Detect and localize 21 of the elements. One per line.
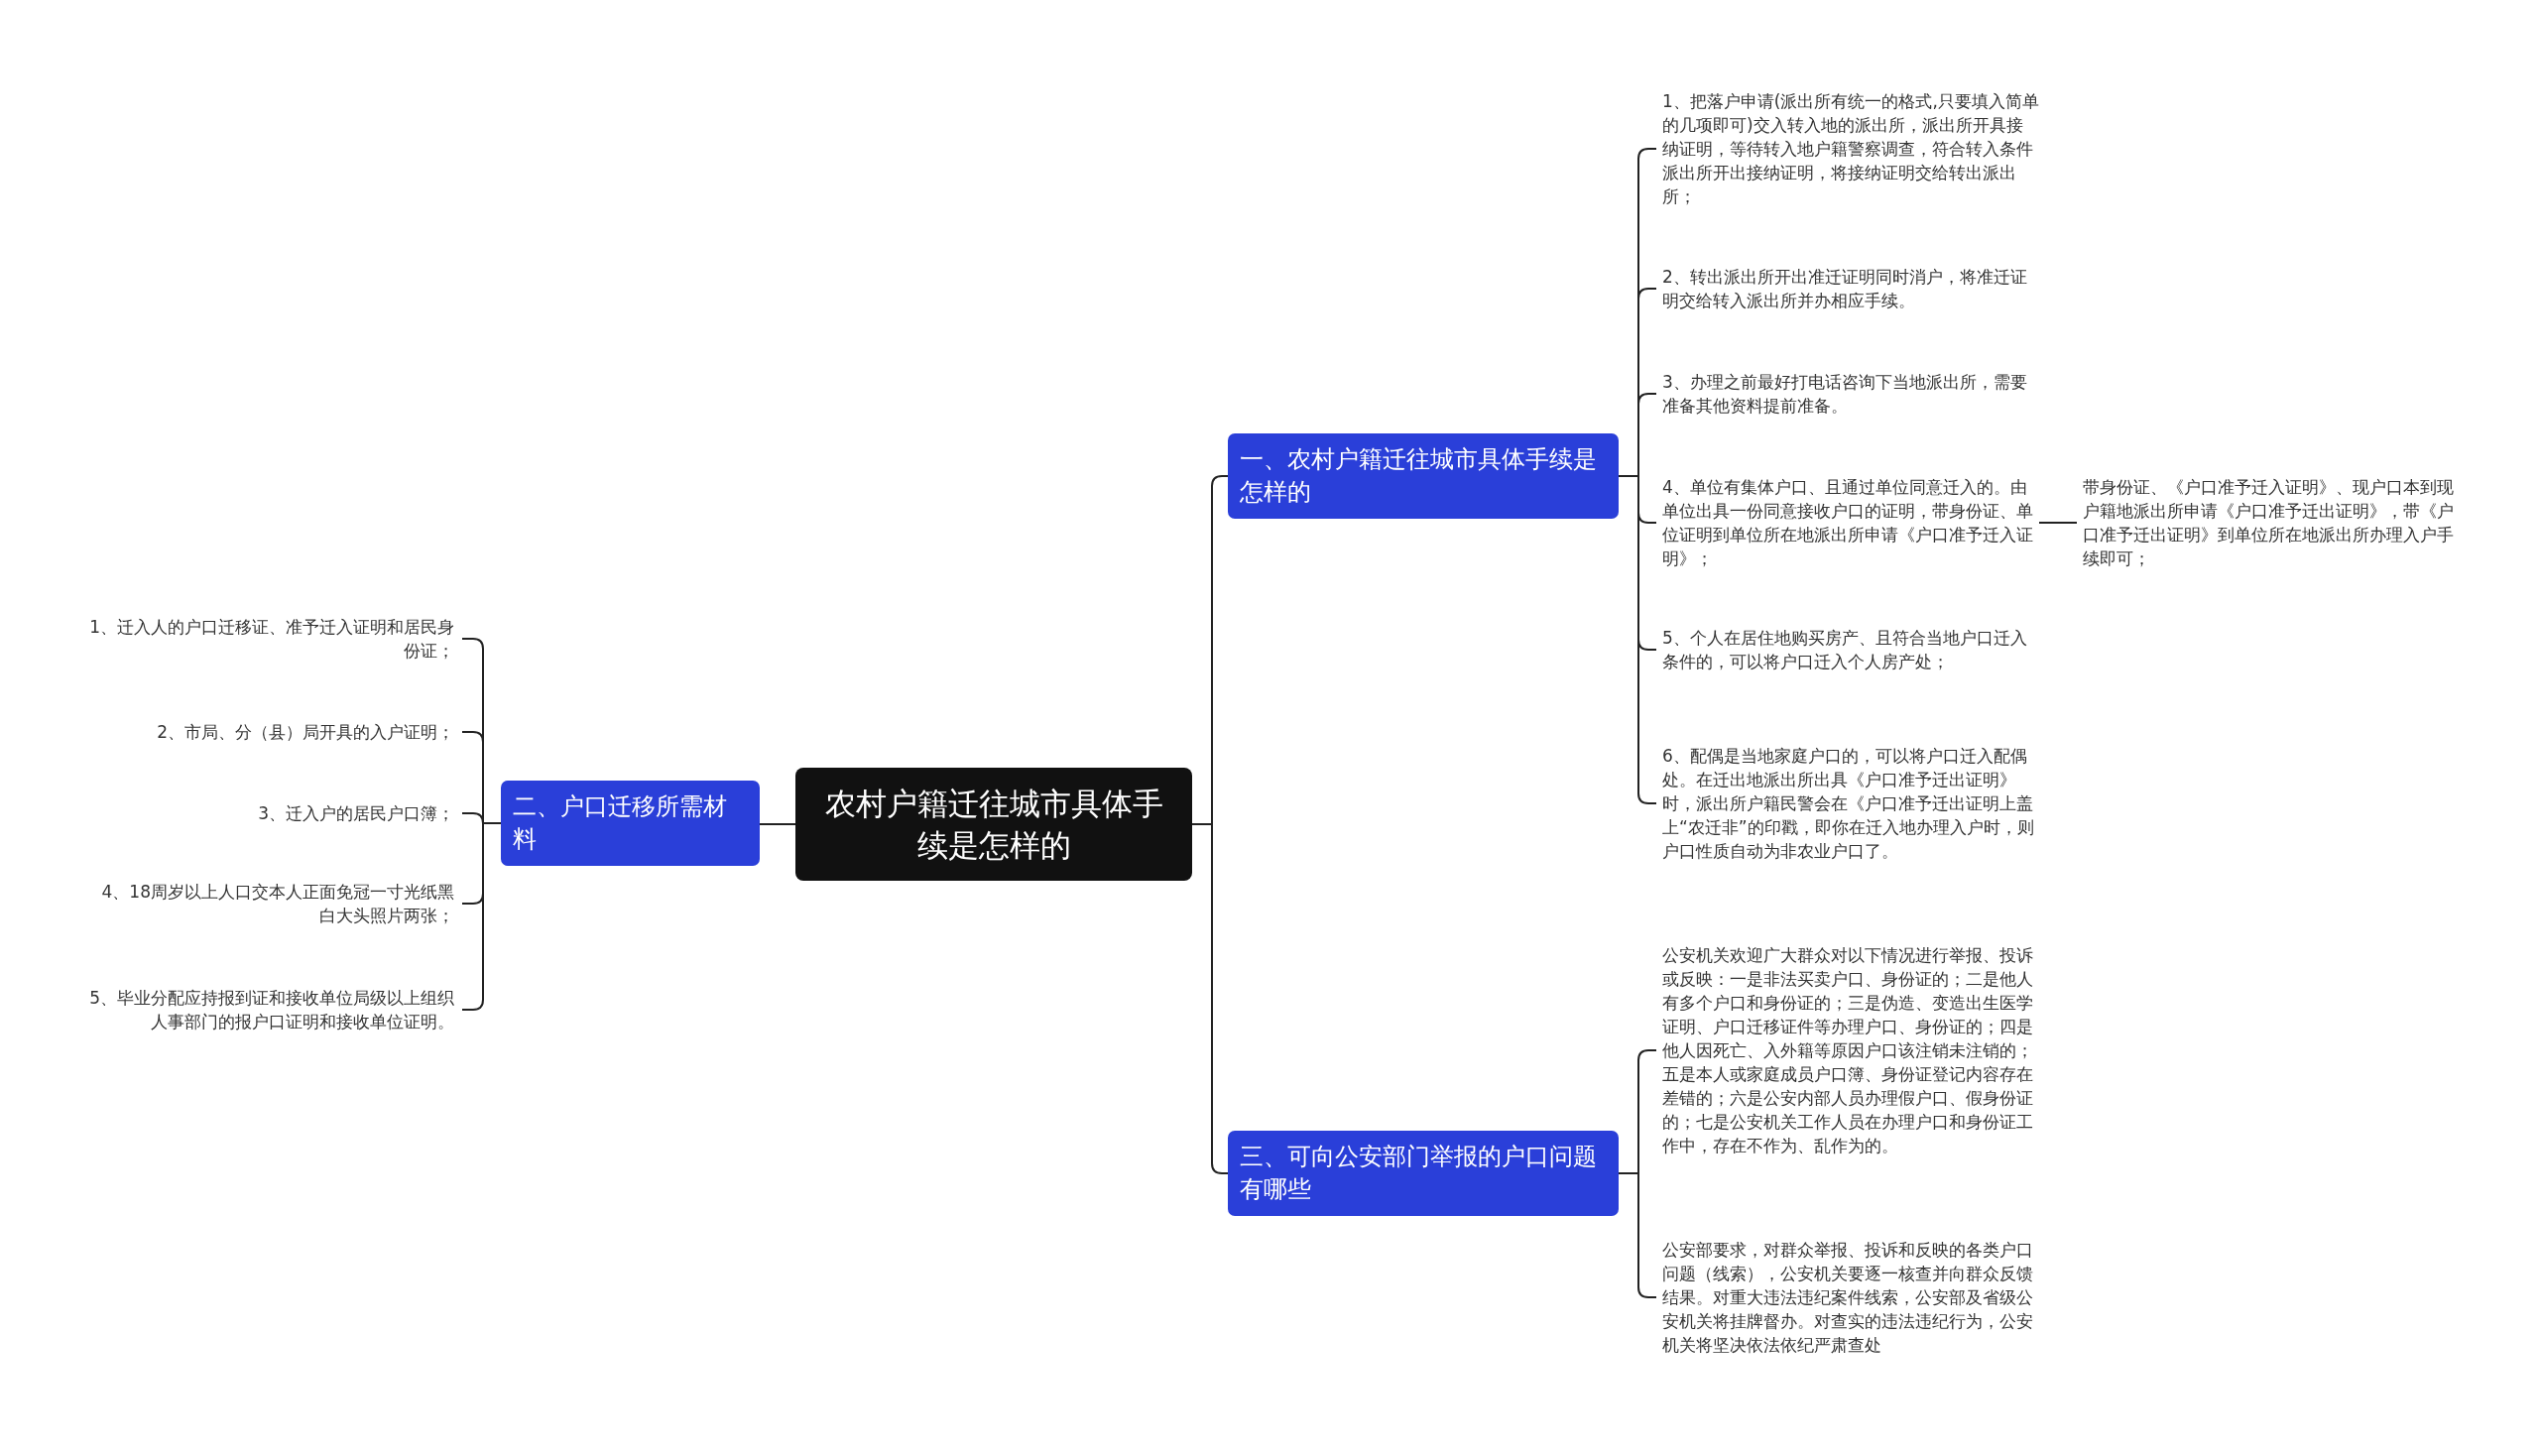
branch-text: 4、18周岁以上人口交本人正面免冠一寸光纸黑白大头照片两张； xyxy=(87,880,454,927)
branch-text: 2、市局、分（县）局开具的入户证明； xyxy=(87,720,454,744)
connector-line xyxy=(1618,475,1657,804)
topic-box: 一、农村户籍迁往城市具体手续是怎样的 xyxy=(1228,433,1619,519)
branch-text: 6、配偶是当地家庭户口的，可以将户口迁入配偶处。在迁出地派出所出具《户口准予迁出证明》时，派出所户籍民警会在《户口准予迁出证明上盖上“农迁非”的印戳，即你在迁入地办理入户时，则户口性质自动为非农业户口了。 xyxy=(1662,744,2039,863)
central-topic-box: 农村户籍迁往城市具体手续是怎样的 xyxy=(795,768,1192,881)
branch-text: 公安部要求，对群众举报、投诉和反映的各类户口问题（线索），公安机关要逐一核查并向群众反馈结果。对重大违法违纪案件线索，公安部及省级公安机关将挂牌督办。对查实的违法违纪行为，公安机关将坚决依法依纪严肃查处 xyxy=(1662,1238,2039,1357)
branch-text: 3、办理之前最好打电话咨询下当地派出所，需要准备其他资料提前准备。 xyxy=(1662,370,2039,418)
branch-text: 2、转出派出所开出准迁证明同时消户，将准迁证明交给转入派出所并办相应手续。 xyxy=(1662,265,2039,312)
branch-text: 公安机关欢迎广大群众对以下情况进行举报、投诉或反映：一是非法买卖户口、身份证的；二是他人有多个户口和身份证的；三是伪造、变造出生医学证明、户口迁移证件等办理户口、身份证的；四是他人因死亡、入外籍等原因户口该注销未注销的；五是本人或家庭成员户口簿、身份证登记内容存在差错的；六是公安内部人员办理假户口、假身份证的；七是公安机关工作人员在办理户口和身份证工作中，存在不作为、乱作为的。 xyxy=(1662,943,2039,1157)
topic-box: 三、可向公安部门举报的户口问题有哪些 xyxy=(1228,1131,1619,1216)
branch-text: 5、个人在居住地购买房产、且符合当地户口迁入条件的，可以将户口迁入个人房产处； xyxy=(1662,626,2039,673)
branch-text: 1、把落户申请(派出所有统一的格式,只要填入简单的几项即可)交入转入地的派出所，派出所开具接纳证明，等待转入地户籍警察调查，符合转入条件派出所开出接纳证明，将接纳证明交给转出派出所； xyxy=(1662,89,2039,208)
connector-line xyxy=(2038,522,2078,524)
topic-box: 二、户口迁移所需材料 xyxy=(501,781,760,866)
branch-text: 带身份证、《户口准予迁入证明》、现户口本到现户籍地派出所申请《户口准予迁出证明》，带《户口准予迁出证明》到单位所在地派出所办理入户手续即可； xyxy=(2083,475,2465,570)
branch-text: 3、迁入户的居民户口簿； xyxy=(87,801,454,825)
branch-text: 4、单位有集体户口、且通过单位同意迁入的。由单位出具一份同意接收户口的证明，带身份证、单位证明到单位所在地派出所申请《户口准予迁入证明》； xyxy=(1662,475,2039,570)
connector-line xyxy=(759,823,796,825)
branch-text: 1、迁入人的户口迁移证、准予迁入证明和居民身份证； xyxy=(87,615,454,663)
branch-text: 5、毕业分配应持报到证和接收单位局级以上组织人事部门的报户口证明和接收单位证明。 xyxy=(87,986,454,1033)
